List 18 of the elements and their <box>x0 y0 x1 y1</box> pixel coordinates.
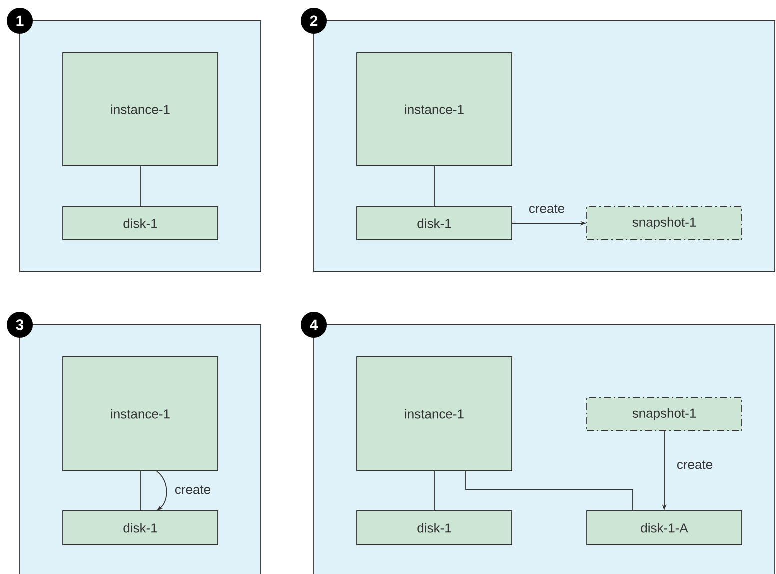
connector-line <box>466 471 634 511</box>
connector-line <box>434 166 435 207</box>
edge-label: create <box>528 204 566 214</box>
edge-label: create <box>174 484 212 496</box>
connector-line <box>434 471 435 511</box>
step-number: 3 <box>7 312 33 338</box>
snapshot-box: snapshot-1 <box>586 206 742 240</box>
connector-line <box>140 471 141 511</box>
instance-box: instance-1 <box>356 52 512 166</box>
instance-box: instance-1 <box>62 356 218 472</box>
instance-box: instance-1 <box>62 52 218 166</box>
edge-label: create <box>676 460 714 470</box>
connector-line <box>140 166 141 207</box>
snapshot-box: snapshot-1 <box>586 398 742 432</box>
instance-box: instance-1 <box>356 356 512 472</box>
step-number: 2 <box>301 8 327 34</box>
step-number: 4 <box>301 312 327 338</box>
step-number: 1 <box>7 8 33 34</box>
